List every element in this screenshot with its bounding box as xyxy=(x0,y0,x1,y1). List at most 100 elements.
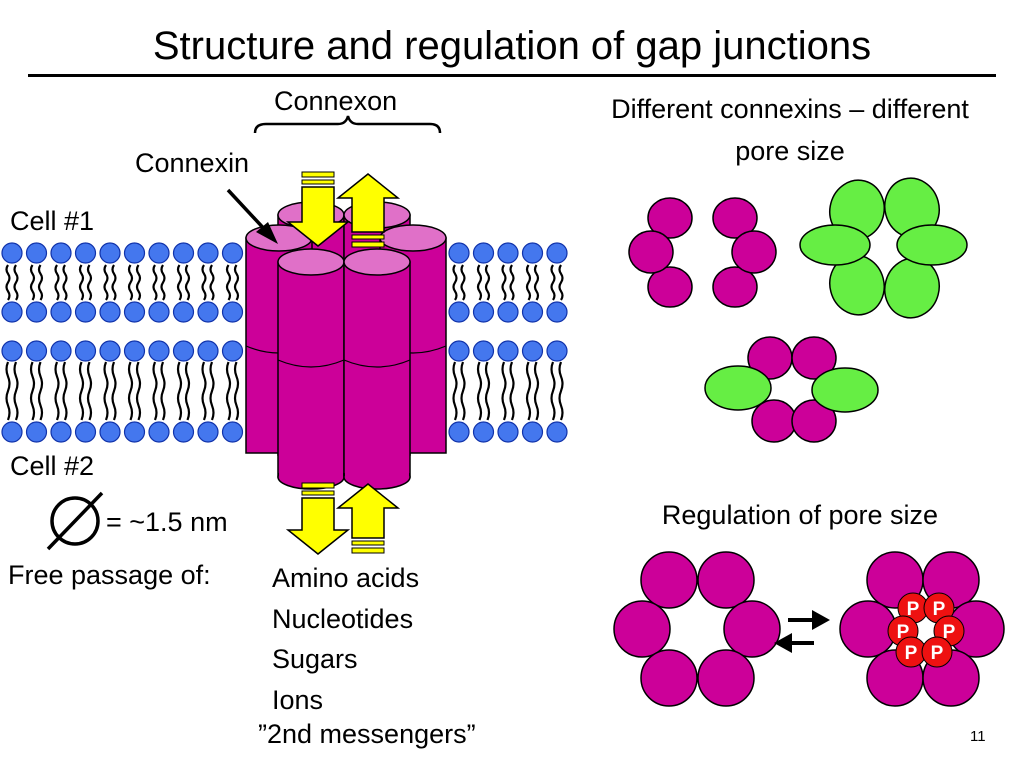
lipid-head xyxy=(123,242,146,264)
lipid-head xyxy=(546,242,568,264)
lipid-head xyxy=(50,421,72,443)
lipid-head xyxy=(546,301,568,323)
lipid-head xyxy=(448,301,470,323)
mixed-pore-connexon xyxy=(704,336,879,443)
cell1-label: Cell #1 xyxy=(10,206,95,236)
lipid-head xyxy=(1,421,23,443)
lipid-head xyxy=(148,340,170,362)
lipid-head xyxy=(50,340,72,362)
pore-size-title: Different connexins – different pore siz… xyxy=(611,94,969,166)
closed-pore-connexon xyxy=(839,551,1005,707)
lipid-head xyxy=(497,340,519,362)
lipid-head xyxy=(172,242,195,264)
lipid-head xyxy=(521,340,544,362)
lipid-head xyxy=(521,242,544,264)
passage-item: Ions xyxy=(272,684,324,715)
lipid-head xyxy=(74,340,97,362)
lipid-head xyxy=(521,301,544,323)
cell2-label: Cell #2 xyxy=(10,451,95,481)
phosphate-label: P xyxy=(907,599,920,620)
lipid-head xyxy=(546,340,568,362)
lipid-head xyxy=(497,421,519,443)
lipid-head xyxy=(472,301,495,323)
up-arrow-top xyxy=(335,173,401,248)
up-arrow-bottom xyxy=(335,483,401,554)
diameter-symbol xyxy=(46,491,104,551)
lipid-head xyxy=(197,242,219,264)
connexin-cylinder xyxy=(277,248,345,490)
lipid-head xyxy=(25,421,48,443)
connexon-label: Connexon xyxy=(274,86,398,116)
lipid-head xyxy=(1,301,23,323)
free-passage-label: Free passage of: xyxy=(8,560,211,590)
lipid-head xyxy=(448,242,470,264)
lipid-head xyxy=(221,301,244,323)
phosphate-label: P xyxy=(943,622,956,643)
lipid-head xyxy=(497,301,519,323)
lipid-bilayer xyxy=(1,242,568,443)
connexin-cylinder xyxy=(343,248,411,490)
lipid-head xyxy=(472,242,495,264)
passage-list: Amino acids Nucleotides Sugars Ions xyxy=(272,558,419,720)
lipid-head xyxy=(448,421,470,443)
equilibrium-arrows xyxy=(774,610,830,653)
connexin-label: Connexin xyxy=(135,148,250,178)
lipid-head xyxy=(1,340,23,362)
slide-title: Structure and regulation of gap junction… xyxy=(152,24,872,68)
lipid-head xyxy=(99,301,121,323)
lipid-head xyxy=(172,301,195,323)
phosphate-group: P xyxy=(897,592,929,624)
connexon-channel xyxy=(245,201,447,490)
passage-item: Amino acids xyxy=(272,563,420,593)
title-underline xyxy=(28,74,996,77)
lipid-head xyxy=(74,242,97,264)
lipid-head xyxy=(221,340,244,362)
lipid-head xyxy=(448,340,470,362)
page-number: 11 xyxy=(970,728,986,745)
passage-item: Sugars xyxy=(272,644,358,674)
connexon-brace xyxy=(253,115,442,134)
lipid-head xyxy=(172,421,195,443)
lipid-head xyxy=(74,421,97,443)
lipid-head xyxy=(197,340,219,362)
lipid-head xyxy=(148,421,170,443)
lipid-head xyxy=(221,421,244,443)
lipid-head xyxy=(148,242,170,264)
open-pore-connexon xyxy=(613,551,781,707)
large-pore-connexon xyxy=(799,177,968,319)
lipid-head xyxy=(497,242,519,264)
small-pore-connexon xyxy=(628,197,777,308)
phosphate-label: P xyxy=(905,643,918,664)
lipid-head xyxy=(50,301,72,323)
lipid-head xyxy=(123,301,146,323)
lipid-head xyxy=(472,340,495,362)
lipid-head xyxy=(472,421,495,443)
lipid-head xyxy=(1,242,23,264)
lipid-head xyxy=(172,340,195,362)
regulation-title: Regulation of pore size xyxy=(661,500,939,530)
lipid-head xyxy=(99,242,121,264)
lipid-head xyxy=(546,421,568,443)
lipid-head xyxy=(74,301,97,323)
phosphate-group: P xyxy=(923,592,955,624)
lipid-head xyxy=(99,421,121,443)
down-arrow-bottom xyxy=(285,482,351,555)
phosphate-group: P xyxy=(921,636,953,668)
lipid-head xyxy=(25,301,48,323)
phosphate-label: P xyxy=(933,599,946,620)
pore-diameter-label: = ~1.5 nm xyxy=(106,507,228,537)
lipid-head xyxy=(123,421,146,443)
lipid-head xyxy=(197,421,219,443)
lipid-head xyxy=(99,340,121,362)
lipid-head xyxy=(25,242,48,264)
passage-item: Nucleotides xyxy=(272,603,414,634)
down-arrow-top xyxy=(285,171,351,247)
lipid-head xyxy=(148,301,170,323)
lipid-head xyxy=(123,340,146,362)
lipid-head xyxy=(197,301,219,323)
connexin-pointer-arrow xyxy=(226,188,278,244)
passage-item: ”2nd messengers” xyxy=(258,719,476,749)
phosphate-label: P xyxy=(931,643,944,664)
